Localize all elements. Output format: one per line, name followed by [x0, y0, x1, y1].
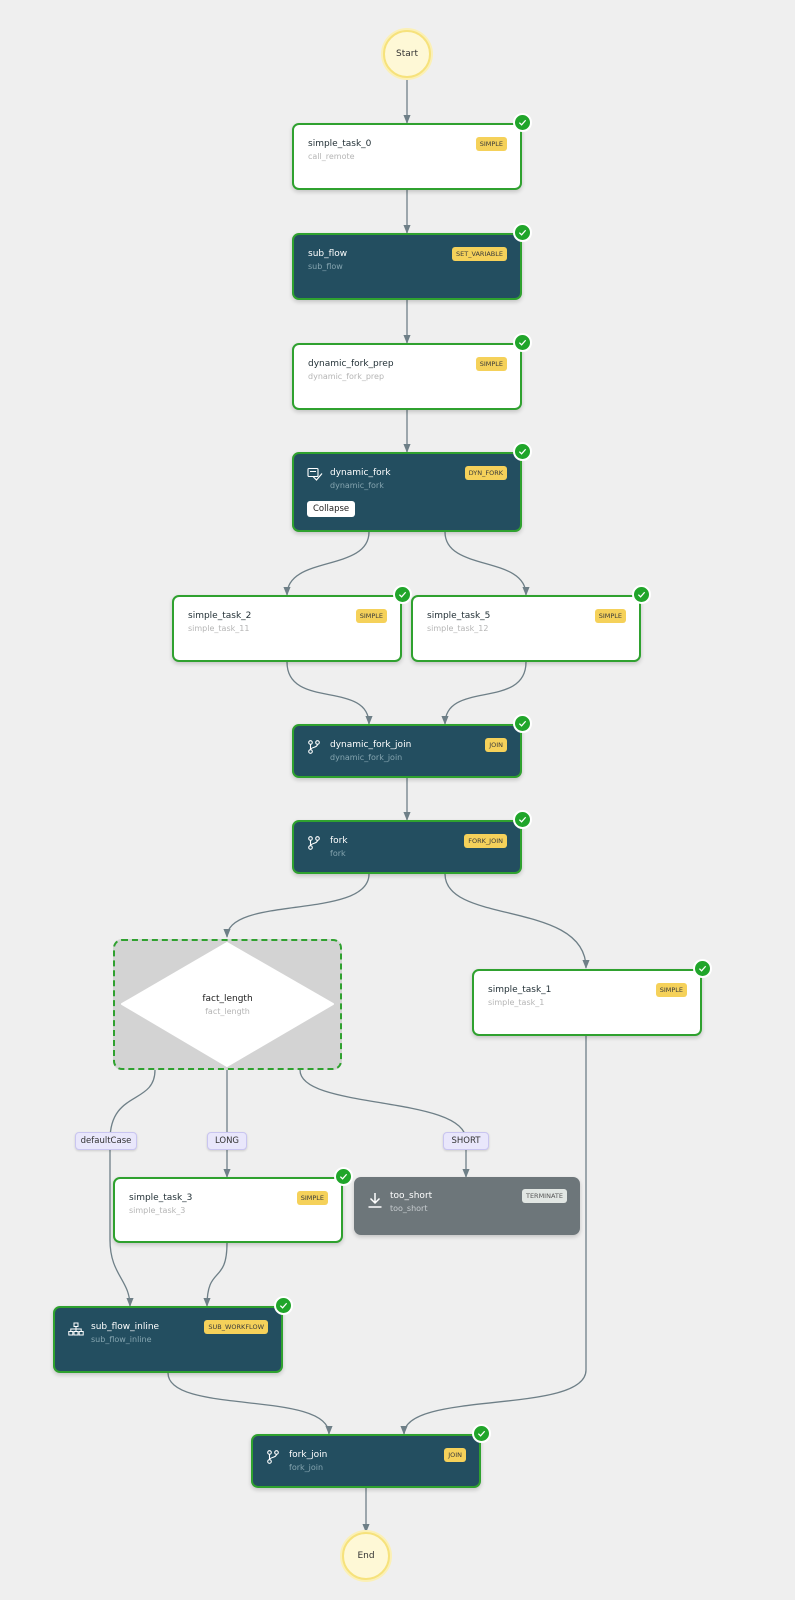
task-title: dynamic_fork_join — [330, 740, 412, 750]
task-ref-name: call_remote — [308, 152, 355, 161]
task-title: dynamic_fork — [330, 468, 391, 478]
task-ref-name: sub_flow — [308, 262, 343, 271]
task-title: dynamic_fork_prep — [308, 359, 394, 369]
task-ref-name: simple_task_11 — [188, 624, 250, 633]
edge-label-default-case[interactable]: defaultCase — [75, 1132, 137, 1150]
check-icon — [513, 113, 532, 132]
check-icon — [393, 585, 412, 604]
edge-simple-task-5-to-dynamic-fork-join — [441, 661, 527, 725]
task-node-sub-flow-inline[interactable]: sub_flow_inline sub_flow_inline SUB_WORK… — [53, 1296, 293, 1373]
task-type-badge: SET_VARIABLE — [452, 247, 507, 261]
sitemap-icon — [68, 1321, 84, 1340]
task-ref-name: dynamic_fork_prep — [308, 372, 385, 381]
edge-simple-task-3-to-sub-flow-inline — [203, 1242, 228, 1307]
edge-label-long[interactable]: LONG — [207, 1132, 247, 1150]
check-icon — [513, 810, 532, 829]
task-title: fork_join — [289, 1450, 328, 1460]
task-node-simple-task-3[interactable]: simple_task_3 simple_task_3 SIMPLE — [113, 1167, 353, 1243]
task-type-badge: SIMPLE — [475, 137, 507, 151]
task-node-fork[interactable]: fork fork FORK_JOIN — [292, 810, 532, 874]
task-type-badge: SIMPLE — [475, 357, 507, 371]
fork-join-icon — [307, 835, 321, 854]
edge-simple-task-2-to-dynamic-fork-join — [286, 661, 373, 725]
task-node-fork-join[interactable]: fork_join fork_join JOIN — [251, 1424, 491, 1488]
task-type-badge: JOIN — [444, 1448, 466, 1462]
task-node-simple-task-2[interactable]: simple_task_2 simple_task_11 SIMPLE — [172, 585, 412, 662]
decision-node-fact-length[interactable]: fact_length fact_length — [113, 939, 342, 1070]
check-icon — [274, 1296, 293, 1315]
task-node-simple-task-1[interactable]: simple_task_1 simple_task_1 SIMPLE — [472, 959, 712, 1036]
task-ref-name: dynamic_fork_join — [330, 753, 403, 762]
edge-fork-to-fact-length — [223, 873, 370, 938]
decision-diamond — [121, 942, 334, 1067]
edge-sub-flow-inline-to-fork-join — [167, 1372, 333, 1435]
check-icon — [472, 1424, 491, 1443]
check-icon — [334, 1167, 353, 1186]
task-ref-name: simple_task_1 — [488, 998, 545, 1007]
task-title: fork — [330, 836, 348, 846]
fork-join-icon — [266, 1449, 280, 1468]
task-title: fact_length — [202, 994, 253, 1004]
task-title: simple_task_3 — [129, 1193, 193, 1203]
edge-dynamic-fork-to-simple-task-5 — [444, 531, 530, 596]
edge-simple-task-1-to-fork-join — [400, 1036, 587, 1435]
task-title: sub_flow_inline — [91, 1322, 160, 1332]
task-title: simple_task_0 — [308, 139, 372, 149]
task-node-dynamic-fork-prep[interactable]: dynamic_fork_prep dynamic_fork_prep SIMP… — [292, 333, 532, 410]
task-ref-name: dynamic_fork — [330, 481, 384, 490]
task-ref-name: simple_task_3 — [129, 1206, 186, 1215]
download-terminate-icon — [367, 1192, 383, 1213]
task-type-badge: TERMINATE — [521, 1189, 567, 1203]
task-node-dynamic-fork[interactable]: dynamic_fork dynamic_fork DYN_FORK Colla… — [292, 442, 532, 532]
task-type-badge: SUB_WORKFLOW — [204, 1320, 268, 1334]
task-ref-name: fact_length — [205, 1007, 250, 1016]
check-icon — [513, 223, 532, 242]
start-node[interactable]: Start — [383, 30, 431, 78]
task-title: simple_task_2 — [188, 611, 252, 621]
task-type-badge: JOIN — [485, 738, 507, 752]
task-type-badge: FORK_JOIN — [464, 834, 507, 848]
task-ref-name: fork_join — [289, 1463, 324, 1472]
task-node-simple-task-5[interactable]: simple_task_5 simple_task_12 SIMPLE — [411, 585, 651, 662]
edge-label-short[interactable]: SHORT — [443, 1132, 489, 1150]
check-icon — [693, 959, 712, 978]
task-ref-name: too_short — [390, 1204, 428, 1213]
task-type-badge: SIMPLE — [655, 983, 687, 997]
edge-fact-length-short — [299, 1069, 470, 1178]
check-icon — [513, 442, 532, 461]
task-type-badge: SIMPLE — [355, 609, 387, 623]
task-ref-name: simple_task_12 — [427, 624, 489, 633]
fork-join-icon — [307, 739, 321, 758]
task-node-too-short[interactable]: too_short too_short TERMINATE — [354, 1177, 580, 1235]
task-ref-name: sub_flow_inline — [91, 1335, 152, 1344]
task-type-badge: SIMPLE — [296, 1191, 328, 1205]
task-ref-name: fork — [330, 849, 346, 858]
check-icon — [632, 585, 651, 604]
task-node-simple-task-0[interactable]: simple_task_0 call_remote SIMPLE — [292, 113, 532, 190]
dynamic-fork-icon — [307, 467, 323, 486]
task-type-badge: DYN_FORK — [464, 466, 507, 480]
edge-fork-to-simple-task-1 — [444, 873, 590, 969]
task-title: simple_task_5 — [427, 611, 491, 621]
end-node[interactable]: End — [342, 1532, 390, 1580]
task-title: too_short — [390, 1191, 433, 1201]
task-node-dynamic-fork-join[interactable]: dynamic_fork_join dynamic_fork_join JOIN — [292, 714, 532, 778]
check-icon — [513, 714, 532, 733]
task-type-badge: SIMPLE — [594, 609, 626, 623]
check-icon — [513, 333, 532, 352]
edge-dynamic-fork-to-simple-task-2 — [283, 531, 370, 596]
task-node-sub-flow[interactable]: sub_flow sub_flow SET_VARIABLE — [292, 223, 532, 300]
task-title: sub_flow — [308, 249, 348, 259]
collapse-button[interactable]: Collapse — [307, 501, 356, 517]
task-title: simple_task_1 — [488, 985, 552, 995]
